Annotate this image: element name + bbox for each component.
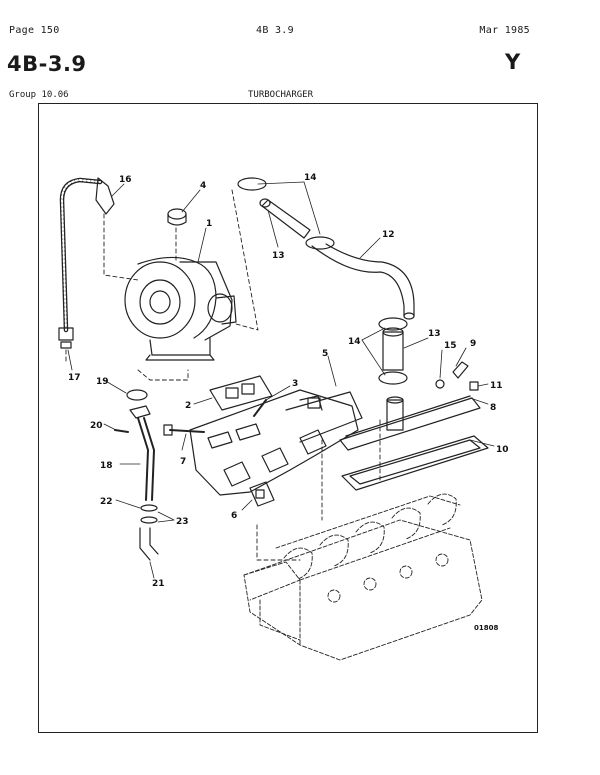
revision-date: Mar 1985 [479, 25, 530, 36]
callout-7: 7 [180, 457, 186, 467]
callout-13-upper: 13 [272, 251, 285, 261]
intake-cover [339, 395, 481, 451]
callout-20: 20 [90, 421, 103, 431]
sensor-fitting [435, 361, 479, 391]
callout-14-lower: 14 [348, 337, 361, 347]
leader-lines [67, 181, 495, 579]
intake-gasket [341, 435, 489, 491]
section-code: 4B 3.9 [256, 25, 294, 36]
callout-10: 10 [496, 445, 509, 455]
callout-9: 9 [470, 339, 476, 349]
oil-drain-tube [114, 389, 159, 561]
page-number: Page 150 [9, 25, 60, 36]
callout-17: 17 [68, 373, 81, 383]
callout-22: 22 [100, 497, 113, 507]
group-label: Group 10.06 [9, 90, 69, 100]
callout-16: 16 [119, 175, 132, 185]
model-letter: Y [505, 50, 521, 74]
hose-lower [382, 327, 404, 371]
callout-23: 23 [176, 517, 189, 527]
callout-3: 3 [292, 379, 298, 389]
air-inlet-adapter [386, 396, 404, 431]
callout-4: 4 [200, 181, 206, 191]
oil-supply-line [58, 177, 115, 349]
callout-8: 8 [490, 403, 496, 413]
assembly-lines [65, 189, 381, 561]
callout-5: 5 [322, 349, 328, 359]
figure-code: 01808 [474, 624, 498, 632]
engine-block-outline [243, 493, 483, 661]
page-title: TURBOCHARGER [248, 90, 314, 100]
clamp-lower [378, 317, 408, 385]
nut [167, 208, 187, 226]
callout-13-lower: 13 [428, 329, 441, 339]
callout-6: 6 [231, 511, 237, 521]
turbocharger [124, 256, 237, 361]
callout-18: 18 [100, 461, 113, 471]
exhaust-manifold [189, 389, 363, 496]
callout-11: 11 [490, 381, 503, 391]
section-number: 4B-3.9 [7, 52, 87, 76]
cap-screw [163, 424, 205, 436]
callout-1: 1 [206, 219, 212, 229]
turbo-gasket [209, 375, 273, 411]
callout-2: 2 [185, 401, 191, 411]
callout-14-upper: 14 [304, 173, 317, 183]
elbow-tube [311, 243, 415, 320]
manifold-gasket [249, 481, 275, 507]
hose-upper [259, 198, 311, 239]
callout-12: 12 [382, 230, 395, 240]
callout-21: 21 [152, 579, 165, 589]
callout-19: 19 [96, 377, 109, 387]
callout-15: 15 [444, 341, 457, 351]
figure-frame [38, 103, 538, 733]
